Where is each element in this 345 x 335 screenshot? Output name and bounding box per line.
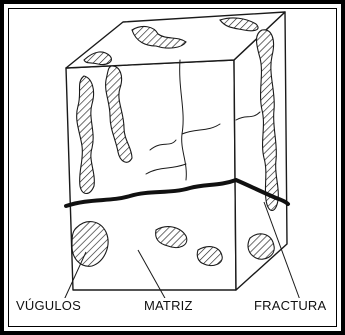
label-vugs: VÚGULOS — [14, 298, 83, 314]
label-fracture: FRACTURA — [252, 298, 328, 314]
vug-front-lower-right — [197, 247, 222, 266]
vug-right-lower — [248, 234, 274, 259]
vug-front-left-vein — [77, 76, 95, 194]
label-matrix: MATRIZ — [142, 298, 195, 314]
